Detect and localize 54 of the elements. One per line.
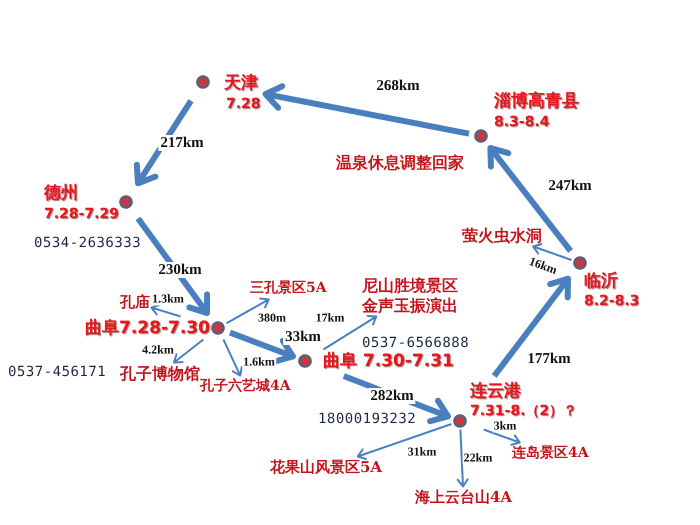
place-label: 金声玉振演出 [362,296,458,315]
note-text: 温泉休息调整回家 [336,153,464,172]
city-name: 临沂 [584,271,618,291]
city-name: 连云港 [470,381,521,401]
arrow [226,298,270,324]
distance-label: 1.3km [151,292,185,306]
place-label: 孔庙 [120,293,150,312]
place-label: 三孔景区5A [250,279,327,298]
distance-label: 22km [462,452,494,464]
distance-label: 282km [368,388,416,404]
phone-number: 18000193232 [318,412,416,426]
distance-label: 230km [156,262,204,278]
city-name: 曲阜7.28-7.30 [85,318,210,338]
distance-label: 33km [283,329,323,345]
route-arrow [262,83,470,137]
arrow [456,429,469,488]
city-name: 天津 [224,73,258,93]
place-label: 花果山风景区5A [270,458,382,477]
place-label: 孔子博物馆 [120,364,200,383]
distance-label: 4.2km [141,344,175,356]
city-name: 淄博高青县 [494,91,579,111]
arrow [356,423,452,460]
date-label: 7.31-8.（2）？ [470,402,578,420]
distance-label: 217km [158,135,206,151]
arrow [322,314,378,350]
place-label: 尼山胜境景区 [362,276,458,295]
route-arrow [134,99,194,186]
date-label: 7.28-7.29 [44,205,119,223]
phone-number: 0537-456171 [8,365,106,379]
phone-number: 0537-6566888 [362,336,470,350]
arrow [222,339,243,376]
date-label: 8.2-8.3 [584,292,640,310]
arrow [532,243,572,261]
place-label: 连岛景区4A [512,444,589,463]
place-label: 孔子六艺城4A [200,377,291,396]
route-arrow [136,216,210,316]
date-label: 7.28 [226,95,261,113]
arrow [483,428,521,446]
distance-label: 31km [406,446,438,458]
distance-label: 380m [257,312,287,324]
route-arrow [487,145,573,253]
city-name: 德州 [44,183,78,203]
date-label: 8.3-8.4 [494,113,550,131]
arrow [150,304,181,318]
phone-number: 0534-2636333 [34,236,142,250]
distance-label: 17km [314,312,346,324]
place-label: 萤火虫水洞 [462,226,542,245]
distance-label: 1.6km [242,356,276,368]
city-name: 曲阜 7.30-7.31 [323,351,454,371]
arrow [173,338,204,364]
route-arrow [492,276,571,378]
route-arrow [228,330,296,364]
distance-label: 3km [492,420,518,432]
place-label: 海上云台山4A [415,488,512,507]
